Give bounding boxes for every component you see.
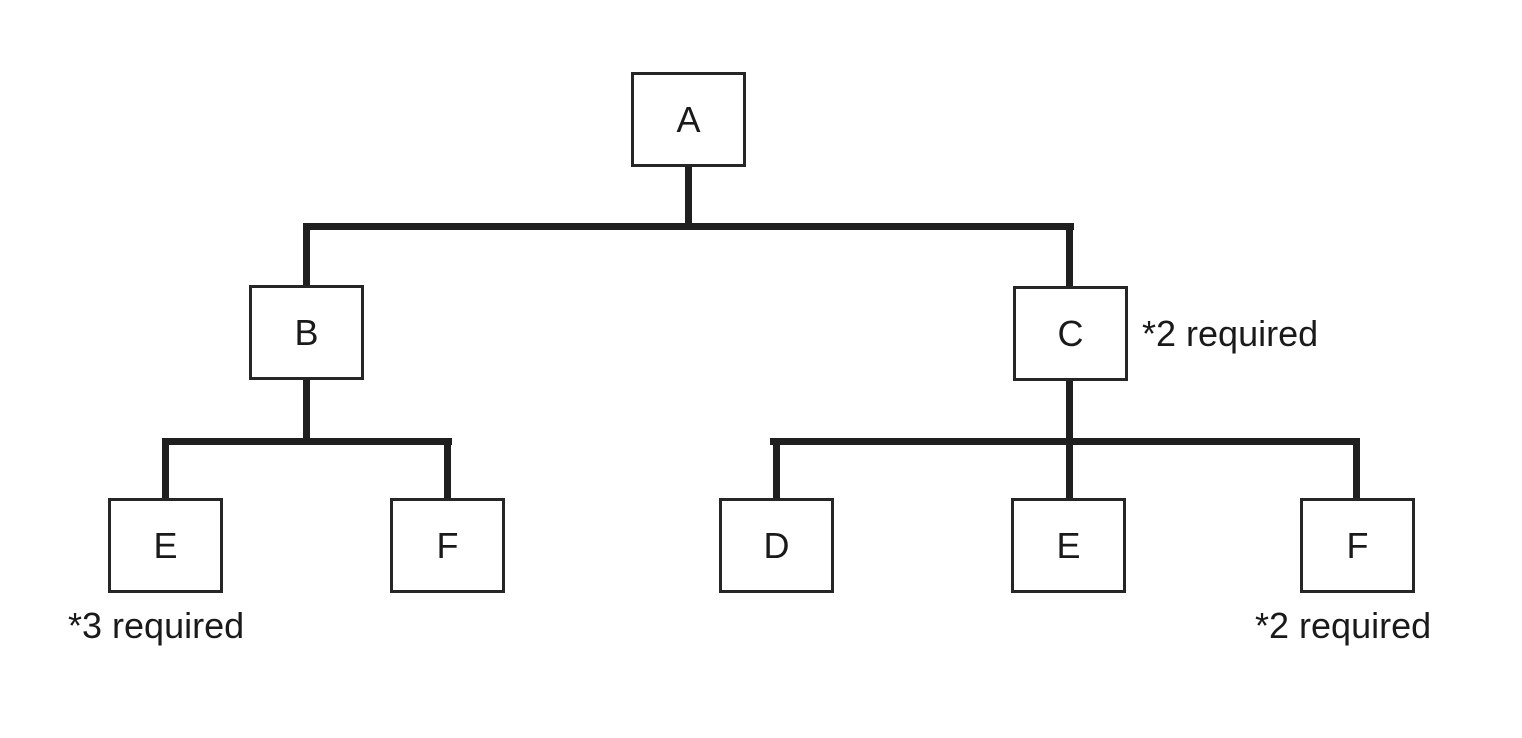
connector-drop-to-d xyxy=(773,438,780,500)
node-c-label: C xyxy=(1057,312,1084,354)
connector-drop-to-f-left xyxy=(444,438,451,500)
node-e-left-label: E xyxy=(153,524,178,566)
node-a: A xyxy=(631,72,746,167)
connector-b-stem xyxy=(303,378,310,445)
node-e-right: E xyxy=(1011,498,1126,593)
annotation-c-required: *2 required xyxy=(1142,313,1319,354)
node-d-label: D xyxy=(763,524,790,566)
connector-drop-to-c xyxy=(1066,223,1073,287)
node-f-right: F xyxy=(1300,498,1415,593)
connector-a-stem xyxy=(685,165,692,230)
connector-drop-to-b xyxy=(303,223,310,285)
node-f-left-label: F xyxy=(436,524,459,566)
connector-c-children-bar xyxy=(770,438,1360,445)
node-a-label: A xyxy=(676,98,701,140)
annotation-e-left-required: *3 required xyxy=(68,605,245,646)
node-b: B xyxy=(249,285,364,380)
connector-drop-to-f-right xyxy=(1353,438,1360,500)
node-c: C xyxy=(1013,286,1128,381)
node-b-label: B xyxy=(294,311,319,353)
connector-drop-to-e-left xyxy=(162,438,169,500)
node-f-right-label: F xyxy=(1346,524,1369,566)
node-e-right-label: E xyxy=(1056,524,1081,566)
annotation-f-right-required: *2 required xyxy=(1255,605,1432,646)
node-e-left: E xyxy=(108,498,223,593)
connector-level1-bar xyxy=(303,223,1074,230)
connector-b-children-bar xyxy=(162,438,452,445)
node-d: D xyxy=(719,498,834,593)
node-f-left: F xyxy=(390,498,505,593)
